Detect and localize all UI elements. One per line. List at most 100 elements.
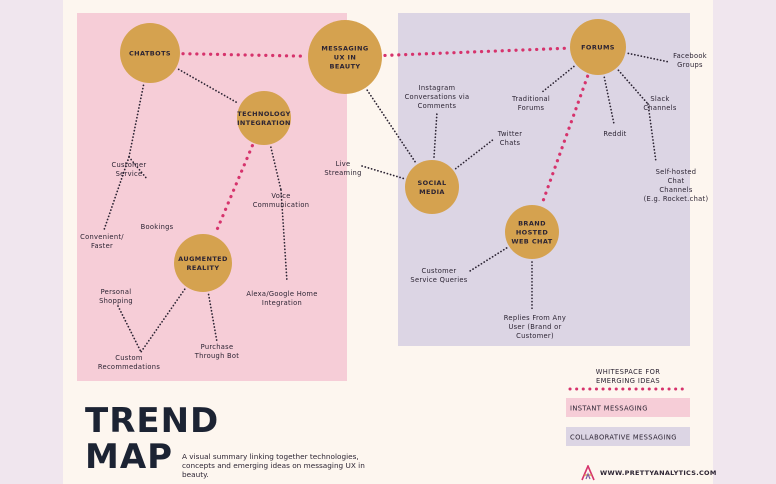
node-label: AUGMENTED xyxy=(178,255,228,263)
pretty-analytics-logo-icon xyxy=(581,465,595,481)
node-circle xyxy=(405,160,459,214)
leaf-label: Traditional xyxy=(511,95,550,103)
node-label: UX IN xyxy=(334,53,356,61)
leaf-label: Forums xyxy=(518,104,545,112)
node-label: HOSTED xyxy=(516,228,549,236)
brand-footer[interactable]: WWW.PRETTYANALYTICS.COM xyxy=(580,465,717,481)
node-label: WEB CHAT xyxy=(511,237,552,245)
link-technology-integration-to-augmented-reality xyxy=(213,144,254,236)
link-augmented-reality-to-custom-recommedations xyxy=(140,288,186,353)
leaf-label: Shopping xyxy=(99,297,133,305)
node-label: FORUMS xyxy=(581,43,615,51)
link-brand-hosted-web-chat-to-customer-service-queries xyxy=(469,247,508,272)
leaf-convenient-faster: Convenient/Faster xyxy=(80,233,124,250)
node-forums: FORUMS xyxy=(570,19,626,75)
node-circle xyxy=(308,20,382,94)
leaf-label: Personal xyxy=(101,288,132,296)
node-label: INTEGRATION xyxy=(237,119,291,127)
node-label: MESSAGING xyxy=(321,44,368,52)
link-chatbots-to-technology-integration xyxy=(177,68,239,104)
brand-url[interactable]: WWW.PRETTYANALYTICS.COM xyxy=(600,469,717,477)
leaf-label: Twitter xyxy=(497,130,523,138)
leaf-label: Customer xyxy=(422,267,457,275)
leaf-label: Replies From Any xyxy=(504,314,566,322)
leaf-label: Streaming xyxy=(324,169,361,177)
node-label: CHATBOTS xyxy=(129,49,171,57)
leaf-label: Convenient/ xyxy=(80,233,124,241)
leaf-label: Communication xyxy=(253,201,310,209)
node-label: TECHNOLOGY xyxy=(237,110,290,118)
node-label: MEDIA xyxy=(419,188,445,196)
leaf-label: Comments xyxy=(418,102,457,110)
leaf-label: Faster xyxy=(91,242,113,250)
legend-instant-label: INSTANT MESSAGING xyxy=(570,405,648,413)
node-circle xyxy=(505,205,559,259)
leaf-label: Custom xyxy=(115,354,142,362)
node-circle xyxy=(237,91,291,145)
link-slack-channels-to-self-hosted-chat xyxy=(647,103,657,163)
link-social-media-to-twitter-chats xyxy=(454,138,495,170)
node-chatbots: CHATBOTS xyxy=(120,23,180,83)
leaf-label: Service Queries xyxy=(410,276,467,284)
node-label: BRAND xyxy=(518,219,546,227)
link-forums-to-slack-channels xyxy=(617,69,649,105)
node-circle xyxy=(174,234,232,292)
leaf-label: (E.g. Rocket.chat) xyxy=(644,195,709,203)
link-customer-service-to-bookings xyxy=(128,156,148,180)
leaf-label: Customer xyxy=(112,161,147,169)
leaf-label: Voice xyxy=(271,192,290,200)
link-social-media-to-instagram-conversations xyxy=(433,111,438,158)
node-circle xyxy=(570,19,626,75)
link-messaging-ux-to-forums xyxy=(383,46,569,58)
leaf-label: Channels xyxy=(643,104,677,112)
link-voice-communication-to-alexa-google-home xyxy=(280,189,288,283)
leaf-label: User (Brand or xyxy=(508,323,561,331)
leaf-label: Chats xyxy=(500,139,521,147)
link-forums-to-reddit xyxy=(603,76,615,125)
legend-collaborative-swatch xyxy=(566,427,690,446)
page-title: TREND MAP xyxy=(85,403,219,475)
legend-whitespace-label-line1: WHITESPACE FOR xyxy=(596,368,661,376)
leaf-reddit: Reddit xyxy=(603,130,626,138)
leaf-label: Instagram xyxy=(419,84,456,92)
links-layer xyxy=(103,46,670,353)
link-messaging-ux-to-social-media xyxy=(366,89,417,163)
leaf-label: Customer) xyxy=(516,332,554,340)
link-customer-service-to-convenient-faster xyxy=(103,156,130,231)
leaf-label: Through Bot xyxy=(194,352,240,360)
leaf-label: Integration xyxy=(262,299,302,307)
leaf-label: Self-hosted xyxy=(656,168,697,176)
link-forums-to-facebook-groups xyxy=(627,52,670,63)
link-chatbots-to-customer-service xyxy=(128,84,145,158)
page-subtitle: A visual summary linking together techno… xyxy=(182,452,365,479)
leaf-label: Alexa/Google Home xyxy=(246,290,317,298)
legend-collaborative-label: COLLABORATIVE MESSAGING xyxy=(570,434,677,442)
node-label: SOCIAL xyxy=(418,179,447,187)
leaf-label: Slack xyxy=(650,95,669,103)
link-augmented-reality-to-purchase-through-bot xyxy=(207,293,218,343)
link-chatbots-to-messaging-ux xyxy=(181,52,307,58)
link-forums-to-brand-hosted-web-chat xyxy=(540,74,590,206)
leaf-label: Channels xyxy=(659,186,693,194)
legend-whitespace-label-line2: EMERGING IDEAS xyxy=(596,377,660,385)
leaf-label: Reddit xyxy=(603,130,626,138)
node-label: REALITY xyxy=(187,264,220,272)
